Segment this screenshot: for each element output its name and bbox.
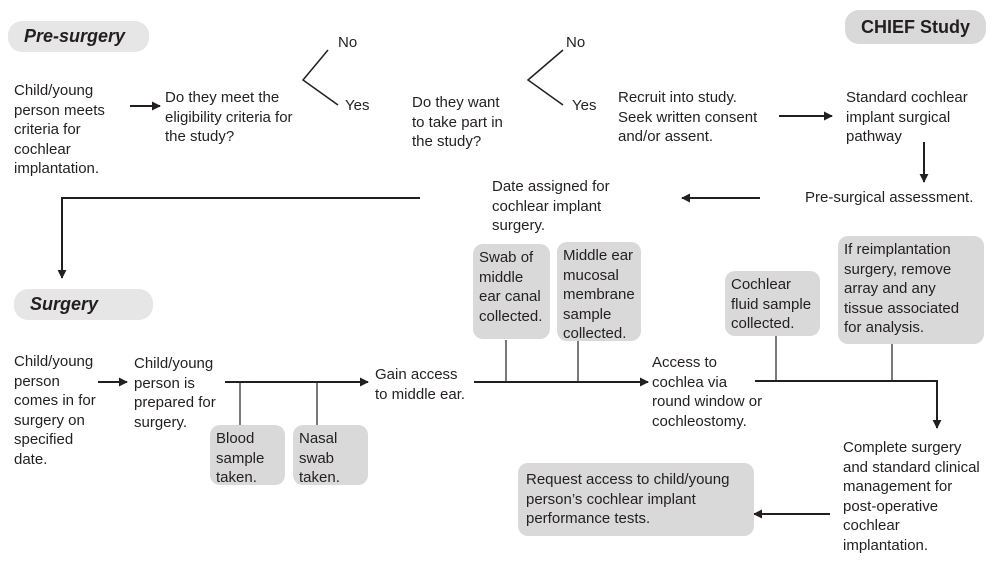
mucosal-sample-box: Middle ear mucosal membrane sample colle… [557, 242, 641, 342]
recruit-text: Recruit into study. Seek written consent… [618, 89, 758, 145]
fork-participation [526, 49, 564, 106]
prepared-text: Child/young person is prepared for surge… [134, 355, 216, 431]
participation-question: Do they want to take part in the study? [412, 94, 503, 150]
arrival-text: Child/young person comes in for surgery … [14, 353, 96, 468]
cochlear-fluid-box: Cochlear fluid sample collected. [725, 271, 820, 336]
eligibility-no-label: No [338, 34, 358, 51]
standard-pathway-text: Standard cochlear implant surgical pathw… [846, 89, 968, 145]
date-assigned-text: Date assigned for cochlear implant surge… [492, 178, 610, 234]
request-access-box: Request access to child/young person’s c… [518, 463, 754, 536]
pre-surgery-label: Pre-surgery [8, 21, 149, 52]
middle-ear-access-text: Gain access to middle ear. [375, 366, 466, 403]
fork-eligibility [301, 49, 339, 106]
participation-no-label: No [566, 34, 586, 51]
arrow-cochlea-to-complete [755, 380, 942, 429]
surgery-label: Surgery [14, 289, 153, 320]
study-title: CHIEF Study [845, 10, 986, 44]
reimplantation-box: If reimplantation surgery, remove array … [838, 236, 984, 344]
blood-sample-box: Blood sample taken. [210, 425, 285, 486]
arrow-presurgery-to-surgery [57, 197, 420, 279]
assessment-text: Pre-surgical assessment. [805, 189, 974, 206]
eligibility-yes-label: Yes [345, 97, 370, 114]
criteria-text: Child/young person meets criteria for co… [14, 82, 105, 177]
complete-surgery-text: Complete surgery and standard clinical m… [843, 439, 980, 554]
eligibility-question: Do they meet the eligibility criteria fo… [165, 89, 293, 145]
swab-middle-ear-box: Swab of middle ear canal collected. [473, 244, 550, 339]
cochlea-access-text: Access to cochlea via round window or co… [652, 354, 763, 430]
participation-yes-label: Yes [572, 97, 597, 114]
nasal-swab-box: Nasal swab taken. [293, 425, 368, 486]
